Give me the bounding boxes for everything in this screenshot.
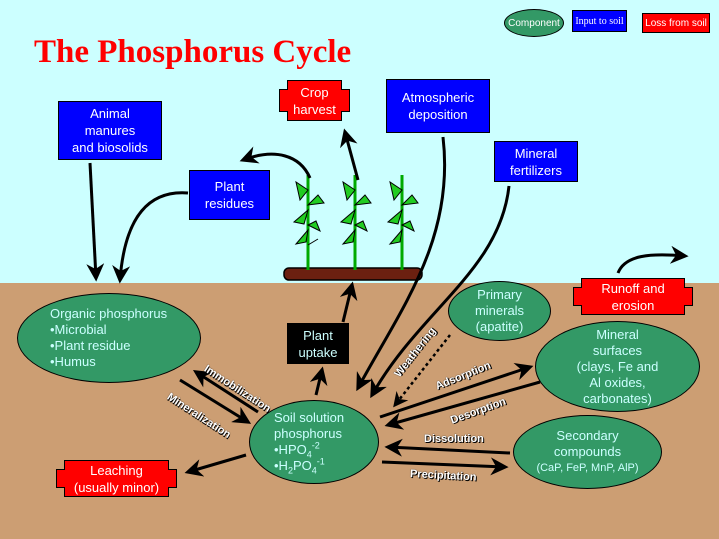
legend-input: Input to soil [572,10,627,32]
ion-hpo4: •HPO4-2 [274,440,320,460]
arrow-organic-to-solution [179,378,252,424]
arrow-solution-to-leaching [184,453,247,477]
arrow-atmospheric-to-solution [356,136,447,392]
arrow-from-surfaces [384,380,541,430]
arrow-plant-to-residues [239,146,312,179]
corn-plant-2 [339,175,372,270]
input-atmospheric-deposition: Atmospheric deposition [386,79,490,133]
arrow-solution-to-organic [192,370,259,414]
corn-plant-3 [386,175,419,270]
component-primary-minerals: Primary minerals (apatite) [448,281,551,341]
arrow-uptake-to-crop [339,281,358,323]
arrow-weathering [393,334,451,408]
arrow-runoff-up [616,245,689,274]
arrow-plant-to-harvest [340,128,360,181]
arrow-fertilizers-to-solution [370,185,511,399]
legend-loss: Loss from soil [642,13,710,33]
arrow-residues-to-organic [112,191,189,284]
input-mineral-fertilizers: Mineral fertilizers [494,141,578,182]
component-mineral-surfaces: Mineral surfaces (clays, Fe and Al oxide… [535,321,700,412]
loss-runoff-erosion: Runoff and erosion [573,278,693,315]
ion-h2po4: •H2PO4-1 [274,456,325,476]
arrow-solution-to-uptake [309,366,328,396]
arrow-to-secondary [381,457,509,476]
loss-crop-harvest: Crop harvest [279,80,350,121]
loss-leaching: Leaching (usually minor) [56,460,177,497]
component-soil-solution-phosphorus: Soil solution phosphorus •HPO4-2 •H2PO4-… [249,400,379,484]
label-dissolution: Dissolution [424,433,484,445]
crop-plants-icon [283,175,423,281]
component-organic-phosphorus: Organic phosphorus •Microbial •Plant res… [17,293,201,383]
plant-uptake-box: Plant uptake [287,323,349,364]
corn-plant-1 [292,175,325,270]
component-secondary-compounds: Secondary compounds (CaP, FeP, MnP, AlP) [513,415,662,489]
input-plant-residues: Plant residues [189,170,270,220]
arrow-from-secondary [384,438,511,457]
legend-component: Component [504,9,564,37]
arrow-to-surfaces [379,363,534,419]
input-animal-manures: Animal manures and biosolids [58,101,162,160]
page-title: The Phosphorus Cycle [34,34,352,70]
arrow-manures-to-organic [86,162,105,282]
